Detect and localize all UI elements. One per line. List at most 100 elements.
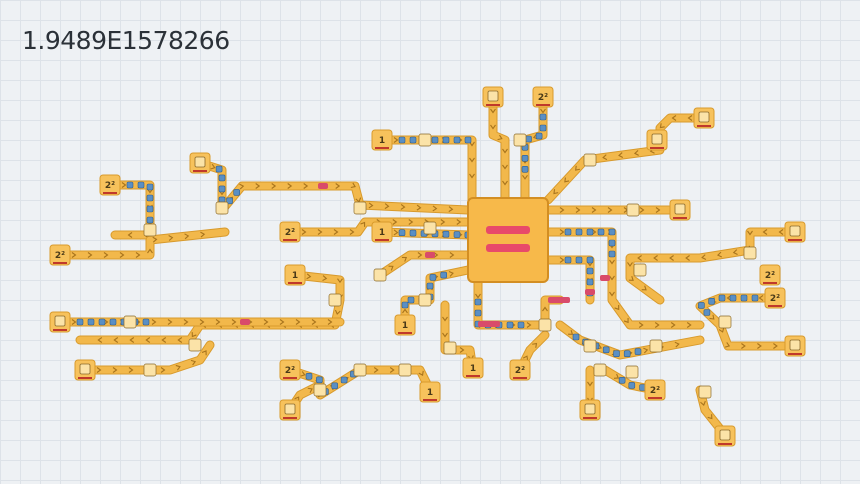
tile-base-stripe xyxy=(583,417,597,419)
tile-body[interactable] xyxy=(462,357,484,379)
tile-body[interactable] xyxy=(371,129,393,151)
operator-node xyxy=(626,203,640,217)
source-tile-icon[interactable] xyxy=(714,425,736,447)
source-tile-power-two[interactable]: 2² xyxy=(759,264,781,286)
flow-arrow xyxy=(502,148,508,154)
flow-arrow xyxy=(716,251,723,258)
marker-tag xyxy=(548,297,570,303)
source-tile-icon[interactable] xyxy=(784,335,806,357)
conveyor-item xyxy=(442,230,450,238)
flow-arrow xyxy=(469,157,475,163)
flow-arrow xyxy=(337,278,343,284)
source-tile-number-one[interactable]: 1 xyxy=(419,381,441,403)
source-tile-number-one[interactable]: 1 xyxy=(394,314,416,336)
tile-body[interactable] xyxy=(759,264,781,286)
operator-node xyxy=(649,339,663,353)
tile-body[interactable] xyxy=(394,314,416,336)
source-tile-icon[interactable] xyxy=(693,107,715,129)
source-tile-icon[interactable] xyxy=(482,86,504,108)
flow-arrow xyxy=(490,108,496,114)
source-tile-icon[interactable] xyxy=(669,199,691,221)
flow-arrow xyxy=(575,165,581,171)
source-tile-number-one[interactable]: 1 xyxy=(371,221,393,243)
tile-body[interactable] xyxy=(49,244,71,266)
conveyor-item xyxy=(218,185,226,193)
source-tile-power-two[interactable]: 2² xyxy=(764,287,786,309)
flow-arrow xyxy=(686,322,692,328)
operator-node xyxy=(353,201,367,215)
tile-body[interactable] xyxy=(371,221,393,243)
flow-arrow xyxy=(747,230,753,236)
conveyor-item xyxy=(464,136,472,144)
tile-body[interactable] xyxy=(419,381,441,403)
flow-arrow xyxy=(685,255,690,261)
central-core[interactable] xyxy=(467,197,549,283)
flow-arrow xyxy=(609,291,615,297)
source-tile-power-two[interactable]: 2² xyxy=(644,379,666,401)
flow-arrow xyxy=(614,305,620,311)
conveyor-item xyxy=(453,231,461,238)
source-tile-power-two[interactable]: 2² xyxy=(99,174,121,196)
tile-body[interactable] xyxy=(99,174,121,196)
flow-arrow xyxy=(393,229,399,236)
core-block[interactable] xyxy=(467,197,549,283)
conveyor-item xyxy=(109,318,117,326)
tile-body[interactable] xyxy=(284,264,306,286)
tile-base-stripe xyxy=(718,443,732,445)
tile-body[interactable] xyxy=(279,221,301,243)
conveyor-item xyxy=(426,282,434,290)
flow-arrow xyxy=(350,182,356,189)
conveyor-item xyxy=(146,183,154,191)
flow-arrow xyxy=(152,236,158,243)
flow-arrow xyxy=(628,276,634,281)
tile-base-stripe xyxy=(375,239,389,241)
source-tile-power-two[interactable]: 2² xyxy=(279,359,301,381)
source-tile-icon[interactable] xyxy=(49,311,71,333)
operator-node xyxy=(313,383,327,397)
source-tile-icon[interactable] xyxy=(579,399,601,421)
conveyor-item xyxy=(517,321,525,329)
source-tile-icon[interactable] xyxy=(784,221,806,243)
source-tile-icon[interactable] xyxy=(646,129,668,151)
source-tile-power-two[interactable]: 2² xyxy=(509,359,531,381)
tile-label: 1 xyxy=(292,271,298,281)
tile-body[interactable] xyxy=(532,86,554,108)
conveyor-item xyxy=(564,228,572,236)
source-tile-icon[interactable] xyxy=(74,359,96,381)
flow-arrow xyxy=(442,316,448,322)
source-tile-icon[interactable] xyxy=(279,399,301,421)
conveyor-item xyxy=(215,165,223,173)
tile-body[interactable] xyxy=(279,359,301,381)
flow-arrow xyxy=(490,124,496,130)
tile-base-stripe xyxy=(486,104,500,106)
tile-label: 2² xyxy=(515,366,525,376)
operator-node xyxy=(188,338,202,352)
tile-body[interactable] xyxy=(509,359,531,381)
source-tile-power-two[interactable]: 2² xyxy=(279,221,301,243)
source-tile-number-one[interactable]: 1 xyxy=(371,129,393,151)
flow-arrow xyxy=(623,318,629,324)
flow-arrow xyxy=(119,252,125,258)
source-tile-number-one[interactable]: 1 xyxy=(462,357,484,379)
flow-arrow xyxy=(559,207,565,213)
pipe-26 xyxy=(544,256,594,304)
tile-icon xyxy=(698,111,710,123)
source-tile-power-two[interactable]: 2² xyxy=(49,244,71,266)
flow-arrow xyxy=(401,256,408,262)
equals-bar-top xyxy=(486,226,530,234)
tile-body[interactable] xyxy=(644,379,666,401)
tile-label: 2² xyxy=(285,366,295,376)
tile-body[interactable] xyxy=(764,287,786,309)
tile-label: 2² xyxy=(55,251,65,261)
source-tile-number-one[interactable]: 1 xyxy=(284,264,306,286)
flow-arrow xyxy=(497,134,503,141)
flow-arrow xyxy=(637,255,642,261)
flow-arrow xyxy=(184,233,190,240)
conveyor-item xyxy=(431,136,439,144)
source-tile-icon[interactable] xyxy=(189,152,211,174)
flow-arrow xyxy=(384,203,390,210)
conveyor-item xyxy=(618,376,626,384)
source-tile-power-two[interactable]: 2² xyxy=(532,86,554,108)
